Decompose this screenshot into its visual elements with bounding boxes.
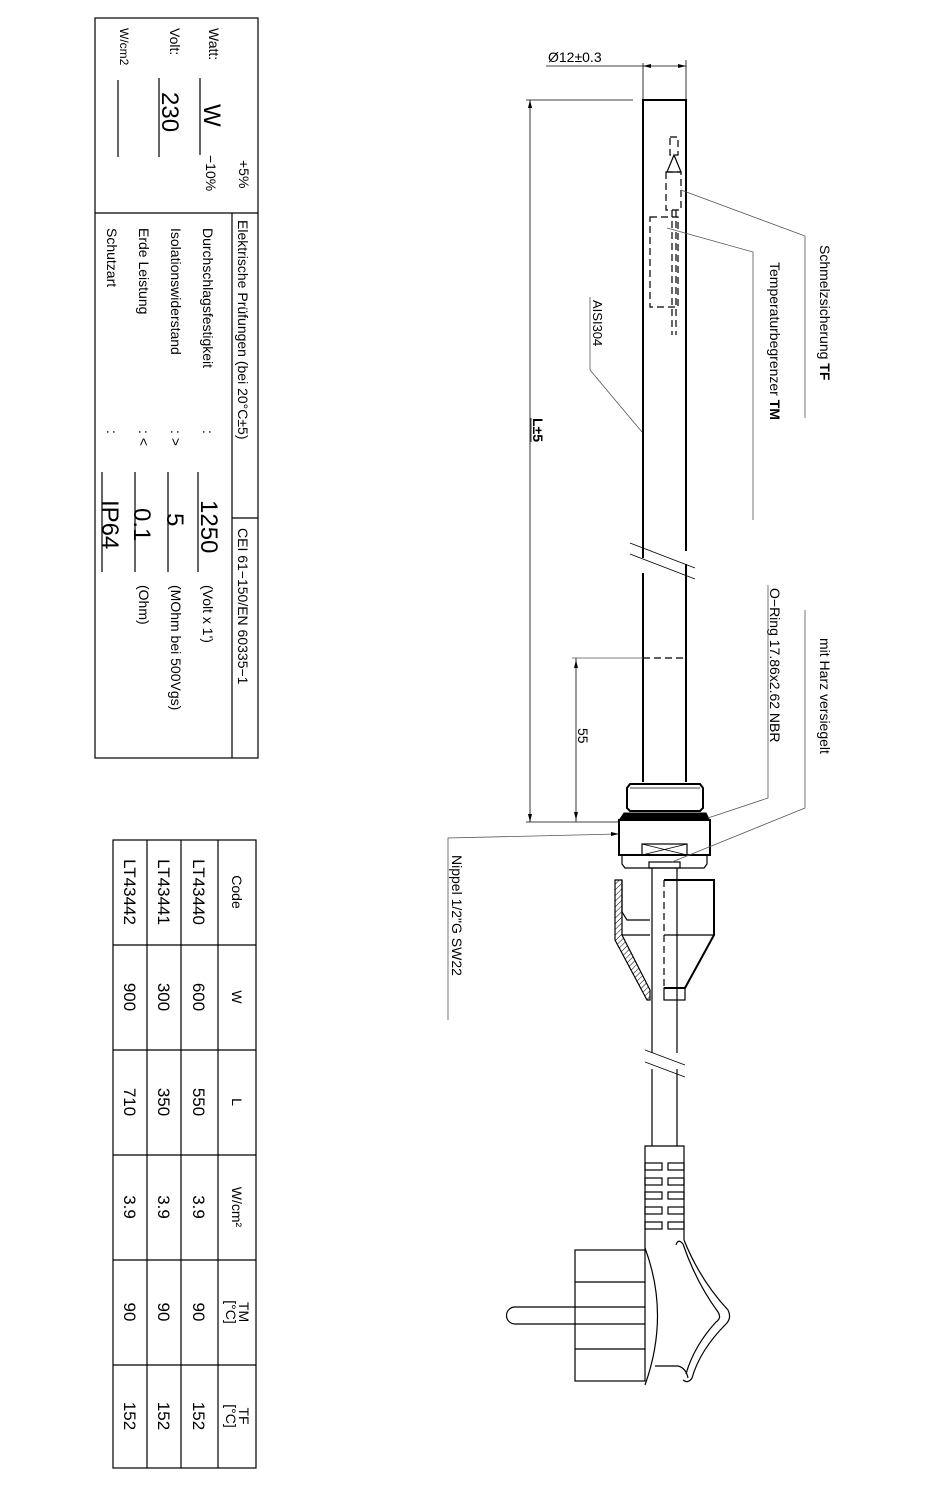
electrical-spec-table: Watt: W +5% −10% Volt: 230 W/cm2 Elektri… — [94, 17, 259, 759]
header-l: L — [229, 1098, 245, 1106]
thermostat-leader — [666, 227, 754, 520]
arrowhead — [611, 832, 619, 836]
nipple-leader — [447, 833, 619, 1020]
nipple-flange — [621, 854, 708, 869]
cell-wcm2: 3.9 — [120, 1195, 139, 1219]
wcm2-label: W/cm2 — [117, 28, 131, 66]
break-mark — [644, 1061, 686, 1078]
cell-wcm2: 3.9 — [154, 1195, 173, 1219]
cell-l: 350 — [154, 1088, 173, 1116]
cell-w: 600 — [189, 983, 208, 1011]
fuse-label: Schmelzsicherung TF — [817, 245, 833, 381]
header-code: Code — [229, 875, 245, 909]
test-unit: (Volt x 1') — [200, 585, 216, 643]
watt-label: Watt: — [206, 28, 222, 60]
tolerance-plus: +5% — [236, 160, 252, 188]
material-leader — [589, 297, 643, 433]
diameter-dimension: Ø12±0.3 — [548, 49, 602, 65]
schuko-plug-icon — [505, 1145, 731, 1386]
cell-code: LT43441 — [154, 859, 173, 925]
cell-tf: 152 — [120, 1402, 139, 1430]
cell-code: LT43442 — [120, 859, 139, 925]
tolerance-minus: −10% — [203, 155, 219, 191]
cell-tm: 90 — [189, 1303, 208, 1322]
cell-code: LT43440 — [189, 859, 208, 925]
resin-leader — [671, 610, 806, 863]
volt-label: Volt: — [167, 28, 183, 55]
header-wcm2: W/cm² — [229, 1187, 245, 1228]
depth-dimension: 55 — [575, 728, 591, 744]
nipple-label: Nippel 1/2"G SW22 — [449, 855, 465, 976]
cell-w: 900 — [120, 983, 139, 1011]
cell-l: 710 — [120, 1088, 139, 1116]
o-ring — [619, 812, 710, 820]
strain-relief — [664, 879, 715, 989]
test-value: IP64 — [96, 500, 123, 549]
test-label: Erde Leistung — [136, 228, 152, 314]
spec-table-border — [94, 17, 259, 759]
length-dimension: L±5 — [530, 418, 546, 442]
cell-tf: 152 — [154, 1402, 173, 1430]
code-table-border — [112, 839, 257, 1469]
cell-l: 550 — [189, 1088, 208, 1116]
cell-tm: 90 — [120, 1303, 139, 1322]
o-ring-leader — [707, 585, 769, 819]
header-w: W — [229, 990, 245, 1004]
test-value: 0.1 — [128, 508, 155, 541]
o-ring-label: O−Ring 17.86x2.62 NBR — [767, 588, 783, 742]
test-unit: (Ohm) — [136, 585, 152, 625]
header-tf-unit: [°C] — [223, 1404, 239, 1428]
test-operator: : — [104, 430, 120, 434]
test-operator: : — [200, 430, 216, 434]
standard-header: CEI 61−150/EN 60335−1 — [235, 528, 251, 685]
resin-cross — [641, 843, 688, 856]
test-label: Isolationswiderstand — [168, 228, 184, 355]
material-label: AISI304 — [590, 300, 605, 346]
product-code-table: Code W L W/cm² TM [°C] TF [°C] LT43440 6… — [112, 839, 257, 1469]
cable-break-gap — [650, 1053, 680, 1069]
volt-value: 230 — [156, 92, 183, 132]
resin-label: mit Harz versiegelt — [817, 638, 833, 754]
thermostat-label: Temperaturbegrenzer TM — [767, 262, 783, 420]
tests-header: Elektrische Prüfungen (bei 20°C±5) — [235, 220, 251, 440]
test-unit: (MOhm bei 500Vgs) — [168, 585, 184, 710]
break-mark — [629, 542, 696, 569]
heater-element-drawing: Ø12±0.3 L±5 AISI304 Schmelzsicherung TF — [447, 49, 833, 1386]
fuse-terminal — [669, 136, 679, 156]
cell-tf: 152 — [189, 1402, 208, 1430]
test-value: 5 — [161, 513, 188, 526]
fuse-taper — [666, 153, 682, 173]
fuse-leader — [680, 189, 806, 418]
test-value: 1250 — [195, 500, 222, 553]
cell-wcm2: 3.9 — [189, 1195, 208, 1219]
break-mark — [629, 553, 696, 580]
hex-nut — [626, 783, 704, 812]
header-tm: TM — [236, 1302, 252, 1322]
header-tm-unit: [°C] — [223, 1300, 239, 1324]
heater-tube — [642, 99, 687, 782]
strain-relief-section — [614, 879, 651, 1001]
test-label: Schutzart — [104, 228, 120, 287]
break-mark — [644, 1049, 686, 1066]
tube-break-gap — [641, 551, 689, 573]
test-operator: : > — [168, 430, 184, 446]
cell-tm: 90 — [154, 1303, 173, 1322]
watt-value: W — [198, 104, 225, 127]
strain-relief-inner — [621, 880, 650, 936]
strain-relief-tip — [663, 987, 686, 1001]
thermostat-icon — [649, 216, 679, 308]
flange-inner — [648, 861, 681, 869]
cell-w: 300 — [154, 983, 173, 1011]
header-tf: TF — [236, 1407, 252, 1424]
test-label: Durchschlagsfestigkeit — [200, 228, 216, 368]
test-operator: : < — [136, 430, 152, 446]
thermal-fuse-icon — [665, 171, 682, 211]
